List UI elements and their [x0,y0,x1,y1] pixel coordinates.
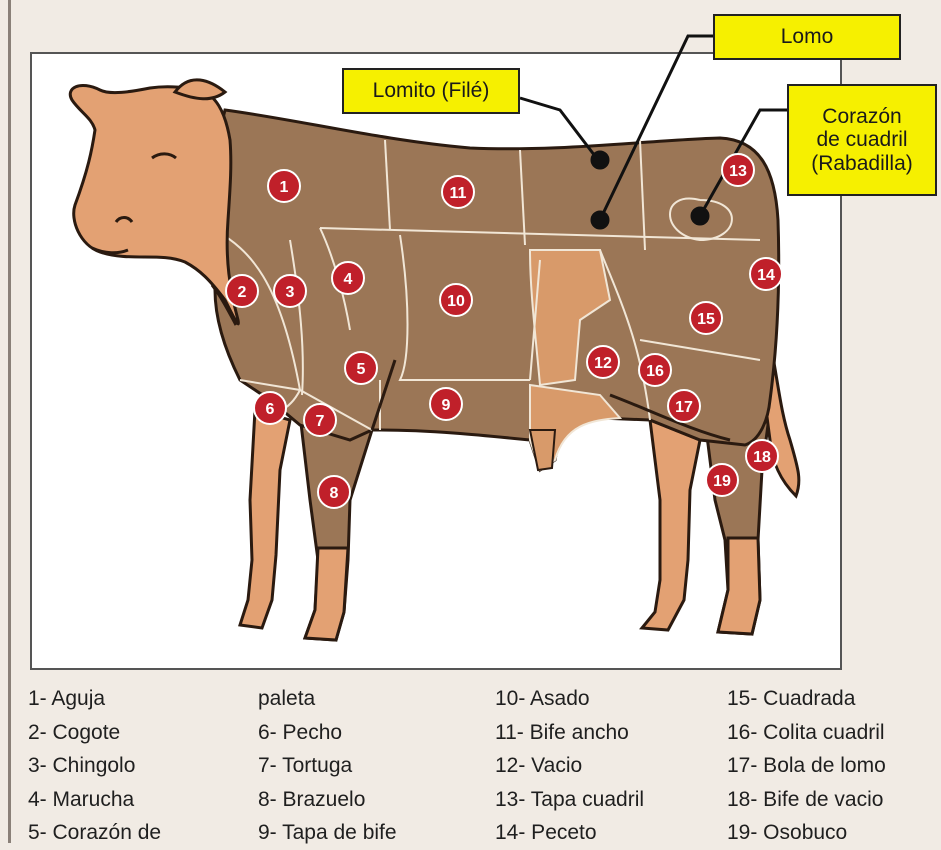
cut-badge-label-10: 10 [447,293,465,310]
cut-badge-label-2: 2 [238,284,247,301]
callout-corazon-line2: de cuadril [816,128,907,152]
legend-item: 6- Pecho [258,716,397,750]
legend-item: 19- Osobuco [727,816,886,850]
cut-badge-label-5: 5 [357,361,366,378]
callout-lomito: Lomito (Filé) [342,68,520,114]
legend-item: paleta [258,682,397,716]
cut-badge-label-9: 9 [442,397,451,414]
cut-badge-label-4: 4 [344,271,353,288]
legend-item: 3- Chingolo [28,749,161,783]
cut-badge-label-16: 16 [646,363,664,380]
cut-badge-label-18: 18 [753,449,771,466]
cow-ear [175,80,225,99]
cut-badge-label-17: 17 [675,399,693,416]
cut-badge-label-7: 7 [316,413,325,430]
callout-corazon-cuadril: Corazón de cuadril (Rabadilla) [787,84,937,196]
cut-badge-label-14: 14 [757,267,775,284]
legend-item: 14- Peceto [495,816,644,850]
callout-lomito-label: Lomito (Filé) [373,79,490,103]
legend-item: 2- Cogote [28,716,161,750]
legend-item: 7- Tortuga [258,749,397,783]
front-leg-left [240,410,290,628]
legend-item: 5- Corazón de [28,816,161,850]
hind-leg-left [642,420,700,630]
legend-item: 11- Bife ancho [495,716,644,750]
legend-column-3: 10- Asado 11- Bife ancho 12- Vacio 13- T… [495,682,644,850]
legend-item: 10- Asado [495,682,644,716]
cut-badge-label-11: 11 [450,185,467,202]
callout-corazon-line3: (Rabadilla) [811,152,913,176]
cut-badge-label-13: 13 [729,163,747,180]
legend-item: 4- Marucha [28,783,161,817]
callout-lomo: Lomo [713,14,901,60]
cut-badge-label-12: 12 [594,355,612,372]
legend-column-2: paleta 6- Pecho 7- Tortuga 8- Brazuelo 9… [258,682,397,850]
legend-column-4: 15- Cuadrada 16- Colita cuadril 17- Bola… [727,682,886,850]
legend-item: 1- Aguja [28,682,161,716]
legend-item: 8- Brazuelo [258,783,397,817]
udder [530,430,555,470]
cut-badge-label-3: 3 [286,284,295,301]
callout-lomo-label: Lomo [781,25,834,49]
front-hoof-right [305,548,348,640]
callout-corazon-line1: Corazón [822,105,901,129]
legend-item: 18- Bife de vacio [727,783,886,817]
legend-item: 16- Colita cuadril [727,716,886,750]
legend-item: 9- Tapa de bife [258,816,397,850]
legend-item: 12- Vacio [495,749,644,783]
legend-item: 15- Cuadrada [727,682,886,716]
cut-badge-label-19: 19 [713,473,731,490]
cut-badge-label-6: 6 [266,401,275,418]
legend-item: 13- Tapa cuadril [495,783,644,817]
cut-badge-label-15: 15 [697,311,715,328]
legend-item: 17- Bola de lomo [727,749,886,783]
cut-badge-label-8: 8 [330,485,339,502]
cut-badge-label-1: 1 [280,179,289,196]
legend-column-1: 1- Aguja 2- Cogote 3- Chingolo 4- Maruch… [28,682,161,850]
